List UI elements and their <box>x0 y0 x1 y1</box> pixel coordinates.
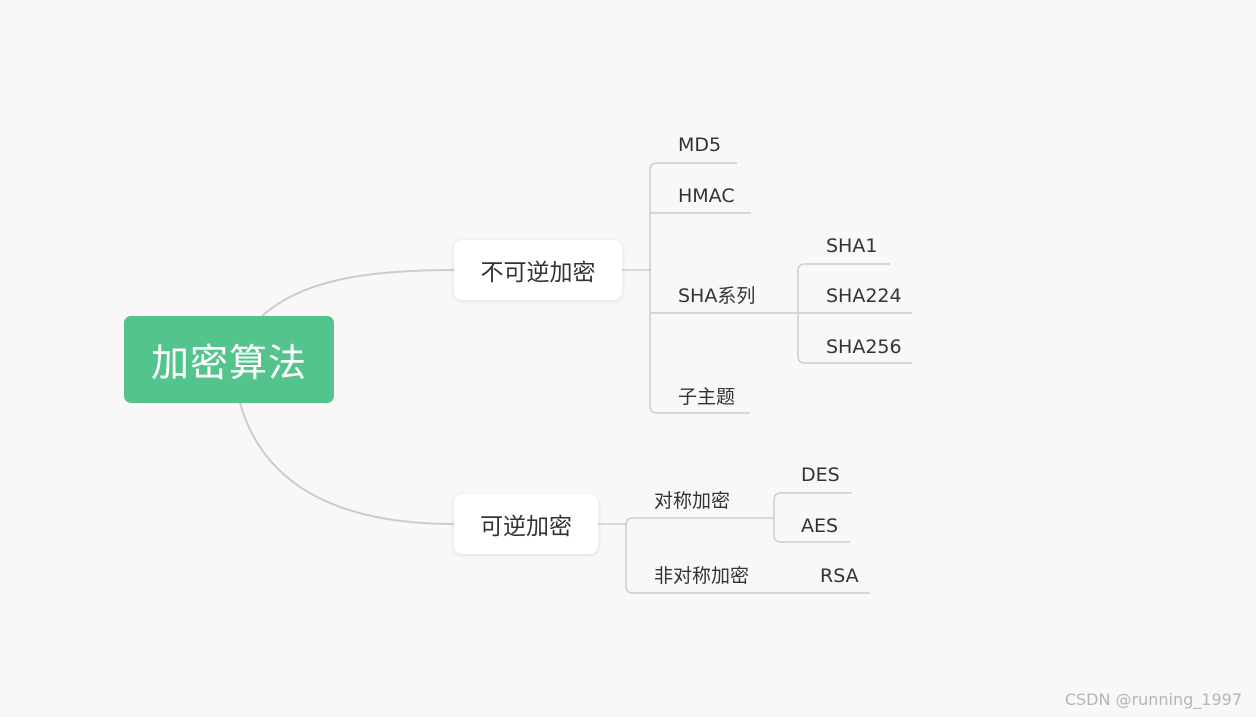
node-rsa[interactable]: RSA <box>820 565 859 587</box>
connector-md5 <box>649 162 737 171</box>
connector-sha-vertical <box>797 271 912 364</box>
connector-des <box>773 492 852 501</box>
connector-root-reversible <box>239 402 455 525</box>
node-sha1[interactable]: SHA1 <box>826 235 878 257</box>
root-node[interactable]: 加密算法 <box>124 316 334 403</box>
connector-asymmetric <box>625 524 870 594</box>
node-symmetric-encryption[interactable]: 对称加密 <box>654 490 731 512</box>
connector-root-irreversible <box>261 269 455 317</box>
node-sha-series[interactable]: SHA系列 <box>678 285 756 307</box>
connector-irreversible-vertical <box>649 170 750 414</box>
connector-reversible-vertical <box>625 517 774 526</box>
node-subtopic[interactable]: 子主题 <box>678 386 736 408</box>
node-sha256[interactable]: SHA256 <box>826 336 902 358</box>
watermark: CSDN @running_1997 <box>1064 690 1242 709</box>
node-asymmetric-encryption[interactable]: 非对称加密 <box>654 565 750 587</box>
node-md5[interactable]: MD5 <box>678 134 722 156</box>
node-sha224[interactable]: SHA224 <box>826 285 902 307</box>
node-aes[interactable]: AES <box>801 515 839 537</box>
node-irreversible-encryption[interactable]: 不可逆加密 <box>454 240 622 300</box>
node-reversible-encryption[interactable]: 可逆加密 <box>454 494 598 554</box>
connector-sha1 <box>797 263 890 272</box>
node-hmac[interactable]: HMAC <box>678 185 735 207</box>
connector-symmetric-vertical <box>773 500 850 543</box>
node-des[interactable]: DES <box>801 464 840 486</box>
